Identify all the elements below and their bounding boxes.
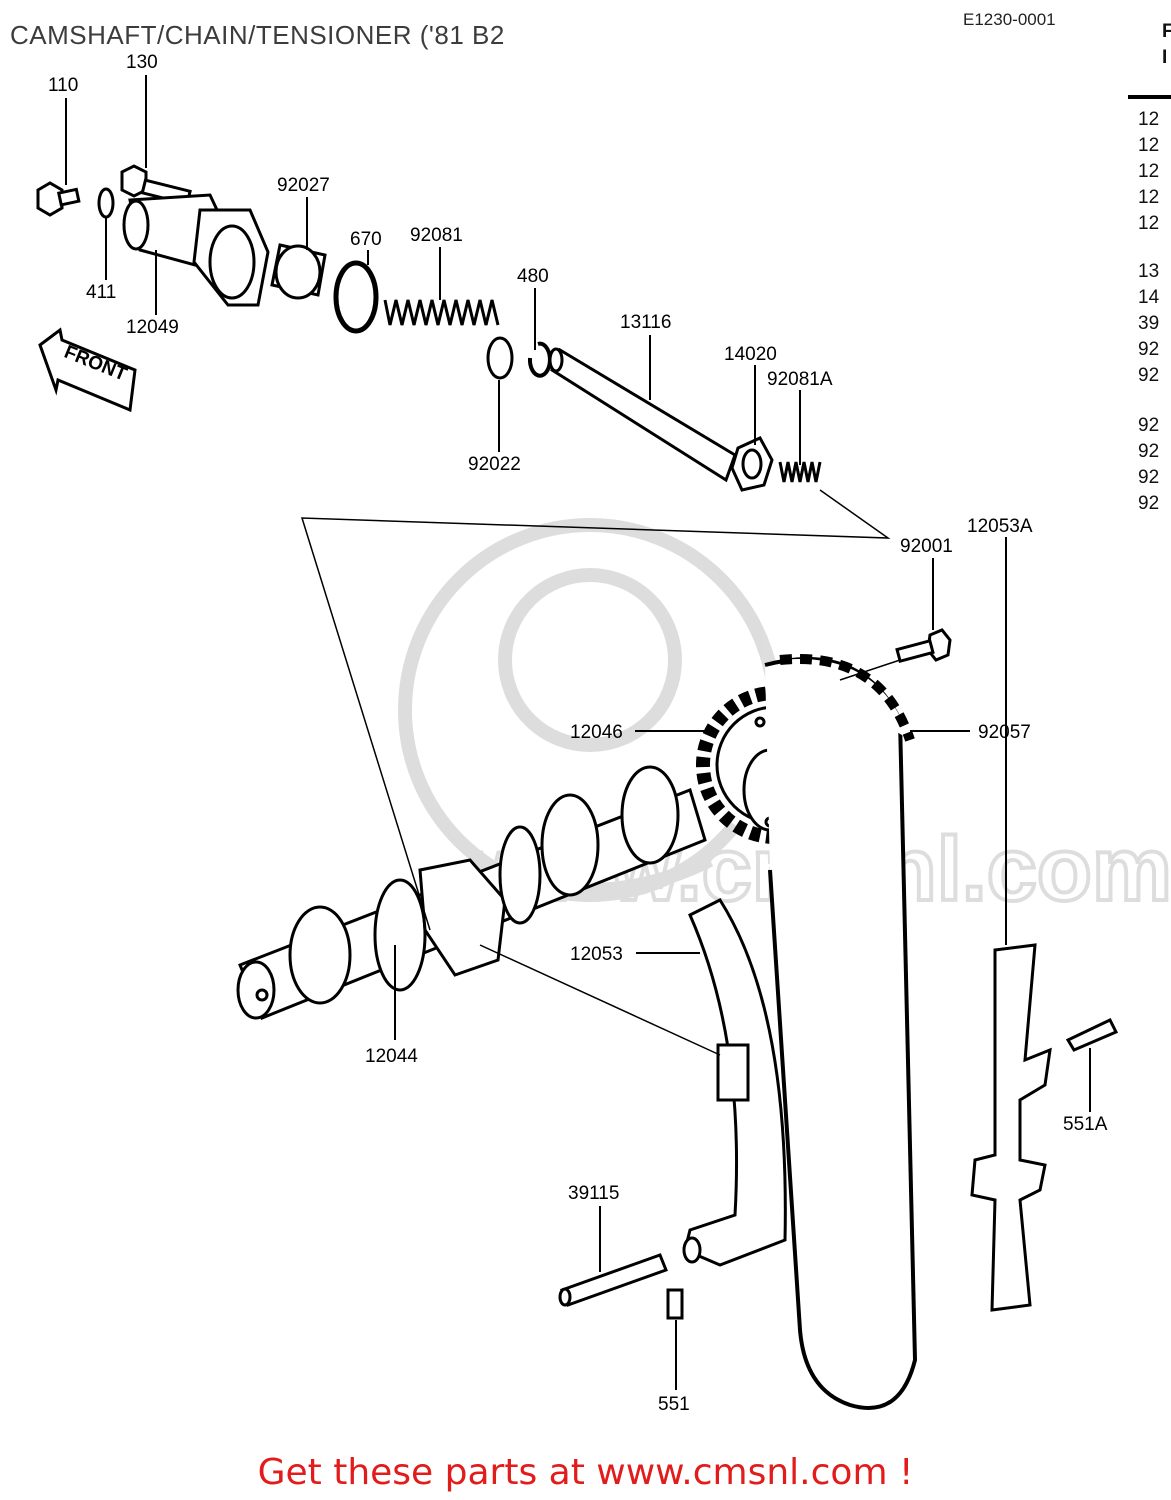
part-label-110[interactable]: 110 bbox=[48, 75, 78, 96]
parts-list-item[interactable]: 12 bbox=[1138, 161, 1160, 182]
chain-92057[interactable] bbox=[764, 654, 918, 1410]
parts-list-item[interactable]: 92 bbox=[1138, 467, 1160, 488]
parts-list-item[interactable]: 92 bbox=[1138, 365, 1160, 386]
sleeve-92027[interactable] bbox=[270, 243, 327, 300]
part-label-670[interactable]: 670 bbox=[350, 229, 382, 250]
bolt-92001[interactable] bbox=[895, 628, 952, 664]
parts-list-item[interactable]: 12 bbox=[1138, 135, 1160, 156]
pin-551A[interactable] bbox=[1065, 1018, 1119, 1052]
front-arrow: FRONT bbox=[38, 327, 137, 413]
part-label-92027[interactable]: 92027 bbox=[277, 175, 330, 196]
camshaft-12044[interactable] bbox=[236, 765, 707, 1020]
parts-list-item[interactable]: 92 bbox=[1138, 441, 1160, 462]
pin-39115[interactable] bbox=[558, 1253, 668, 1307]
part-label-92057[interactable]: 92057 bbox=[978, 722, 1031, 743]
part-label-480[interactable]: 480 bbox=[517, 266, 549, 287]
leader-lines bbox=[65, 75, 1091, 1390]
part-label-92001[interactable]: 92001 bbox=[900, 536, 953, 557]
parts-list-item[interactable]: 92 bbox=[1138, 493, 1160, 514]
parts-list-item[interactable]: 39 bbox=[1138, 313, 1160, 334]
part-label-92081A[interactable]: 92081A bbox=[767, 369, 833, 390]
washer-411[interactable] bbox=[97, 187, 115, 219]
part-label-92022[interactable]: 92022 bbox=[468, 454, 521, 475]
part-label-551A[interactable]: 551A bbox=[1063, 1114, 1108, 1135]
part-label-130[interactable]: 130 bbox=[126, 52, 158, 73]
parts-list-item[interactable]: 12 bbox=[1138, 213, 1160, 234]
parts-list-head-1: F bbox=[1162, 21, 1171, 42]
parts-list-item[interactable]: 92 bbox=[1138, 415, 1160, 436]
parts-list-item[interactable]: 12 bbox=[1138, 109, 1160, 130]
pin-551[interactable] bbox=[666, 1288, 684, 1320]
part-label-12046[interactable]: 12046 bbox=[570, 722, 623, 743]
tensioner-body-12049[interactable] bbox=[122, 193, 270, 307]
part-label-14020[interactable]: 14020 bbox=[724, 344, 777, 365]
parts-list-head-2: I bbox=[1162, 47, 1168, 68]
parts-list-item[interactable]: 92 bbox=[1138, 339, 1160, 360]
chain-guide-12053[interactable] bbox=[682, 898, 787, 1267]
part-label-39115[interactable]: 39115 bbox=[568, 1183, 619, 1204]
nut-14020[interactable] bbox=[730, 436, 774, 492]
rod-13116[interactable] bbox=[548, 347, 737, 483]
diagram-code: E1230-0001 bbox=[963, 10, 1056, 29]
part-label-12044[interactable]: 12044 bbox=[365, 1046, 418, 1067]
part-label-13116[interactable]: 13116 bbox=[620, 312, 671, 333]
part-label-92081[interactable]: 92081 bbox=[410, 225, 463, 246]
washer-92022[interactable] bbox=[486, 336, 514, 380]
part-label-411[interactable]: 411 bbox=[86, 282, 116, 303]
part-label-12053A[interactable]: 12053A bbox=[967, 516, 1033, 537]
parts-list-item[interactable]: 13 bbox=[1138, 261, 1160, 282]
parts-list-item[interactable]: 14 bbox=[1138, 287, 1160, 308]
page-title: CAMSHAFT/CHAIN/TENSIONER ('81 B2 bbox=[10, 20, 505, 50]
circlip-480[interactable] bbox=[527, 341, 552, 378]
chain-guide-12053A[interactable] bbox=[970, 943, 1052, 1312]
get-parts-link[interactable]: Get these parts at www.cmsnl.com ! bbox=[257, 1452, 914, 1493]
o-ring-670[interactable] bbox=[333, 260, 379, 334]
part-label-12049[interactable]: 12049 bbox=[126, 317, 179, 338]
spring-92081[interactable] bbox=[383, 299, 500, 326]
parts-list-item[interactable]: 12 bbox=[1138, 187, 1160, 208]
part-label-551[interactable]: 551 bbox=[658, 1394, 690, 1415]
spring-92081A[interactable] bbox=[778, 461, 822, 483]
bolt-110[interactable] bbox=[36, 181, 81, 217]
part-label-12053[interactable]: 12053 bbox=[570, 944, 623, 965]
parts-list-rule bbox=[1128, 95, 1171, 99]
